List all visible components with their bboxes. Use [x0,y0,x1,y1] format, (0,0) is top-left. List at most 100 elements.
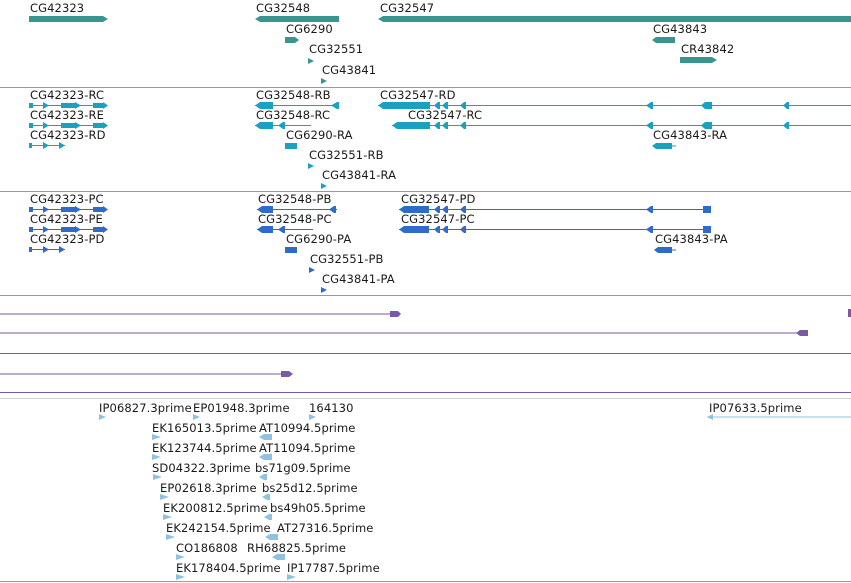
gene-label-cg32547[interactable]: CG32547 [380,1,435,15]
transcript-glyph-cg32547-rd[interactable] [378,101,851,110]
transcript-glyph-cg43843-pa[interactable] [654,246,678,254]
est-glyph-ip17787[interactable] [287,573,297,581]
gene-label-cg32551[interactable]: CG32551 [309,42,364,56]
transcript-label-cg32547-pd[interactable]: CG32547-PD [401,192,476,206]
transcript-label-cg6290-pa[interactable]: CG6290-PA [286,232,352,246]
est-glyph-ek200812[interactable] [163,513,173,521]
est-label-bs49h05[interactable]: bs49h05.5prime [270,501,366,515]
est-label-sd04322[interactable]: SD04322.3prime [152,461,251,475]
est-label-ek178404[interactable]: EK178404.5prime [176,561,281,575]
transcript-glyph-cg6290-ra[interactable] [285,142,301,150]
transcript-glyph-cg32547-pd[interactable] [399,205,713,214]
transcript-glyph-cg42323-re[interactable] [29,121,111,130]
gene-glyph-cr43842[interactable] [680,56,720,64]
gene-glyph-cg32551[interactable] [308,57,316,65]
transcript-label-cg43841-ra[interactable]: CG43841-RA [322,168,397,182]
transcript-glyph-cg6290-pa[interactable] [285,246,301,254]
est-label-at10994[interactable]: AT10994.5prime [259,421,356,435]
gene-glyph-cg43843[interactable] [652,36,676,44]
transcript-label-cg32548-rc[interactable]: CG32548-RC [256,108,331,122]
est-glyph-sd04322[interactable] [153,473,163,481]
alignment-feature[interactable] [0,370,295,378]
transcript-label-cg32548-pb[interactable]: CG32548-PB [258,192,332,206]
est-glyph-bs49h05[interactable] [264,513,274,521]
est-glyph-ek165013[interactable] [152,433,162,441]
est-glyph-bs25d12[interactable] [262,493,272,501]
est-glyph-at11094[interactable] [259,453,273,461]
transcript-glyph-cg42323-pd[interactable] [29,245,69,254]
transcript-label-cg42323-re[interactable]: CG42323-RE [30,108,104,122]
transcript-label-cg32548-pc[interactable]: CG32548-PC [258,212,332,226]
transcript-glyph-cg32547-pc[interactable] [399,225,713,234]
transcript-glyph-cg43841-pa[interactable] [321,286,329,294]
transcript-glyph-cg32548-rb[interactable] [255,101,340,110]
est-label-ek242154[interactable]: EK242154.5prime [166,521,271,535]
gene-glyph-cg43841[interactable] [321,77,329,85]
transcript-label-cg32547-rc[interactable]: CG32547-RC [408,108,483,122]
gene-glyph-cg6290[interactable] [285,36,301,44]
transcript-label-cg42323-rc[interactable]: CG42323-RC [30,88,105,102]
gene-label-cr43842[interactable]: CR43842 [681,42,735,56]
gene-label-cg42323[interactable]: CG42323 [30,1,85,15]
transcript-label-cg6290-ra[interactable]: CG6290-RA [286,128,353,142]
transcript-glyph-cg32547-rc[interactable] [392,121,851,130]
transcript-label-cg43841-pa[interactable]: CG43841-PA [322,272,395,286]
gene-label-cg6290[interactable]: CG6290 [286,22,333,36]
transcript-label-cg32551-rb[interactable]: CG32551-RB [309,148,384,162]
est-label-at11094[interactable]: AT11094.5prime [259,441,356,455]
est-label-rh68825[interactable]: RH68825.5prime [247,541,347,555]
transcript-label-cg32547-pc[interactable]: CG32547-PC [401,212,475,226]
transcript-label-cg42323-pe[interactable]: CG42323-PE [30,212,103,226]
est-label-ek123744[interactable]: EK123744.5prime [152,441,257,455]
gene-glyph-cg42323[interactable] [29,15,109,23]
alignment-feature[interactable] [0,392,851,393]
est-label-ek200812[interactable]: EK200812.5prime [163,501,268,515]
transcript-glyph-cg42323-pe[interactable] [29,225,111,234]
transcript-glyph-cg32551-pb[interactable] [309,266,317,274]
transcript-glyph-cg32548-rc[interactable] [255,121,315,130]
gene-glyph-cg32547[interactable] [378,15,851,23]
est-label-ip07633[interactable]: IP07633.5prime [709,401,802,415]
est-glyph-ip06827[interactable] [99,413,107,421]
est-glyph-ek123744[interactable] [152,453,162,461]
est-glyph-ip07633[interactable] [707,413,851,421]
transcript-label-cg32551-pb[interactable]: CG32551-PB [310,252,384,266]
est-glyph-at10994[interactable] [259,433,273,441]
est-glyph-ep01948[interactable] [193,413,201,421]
est-label-ep01948[interactable]: EP01948.3prime [193,401,290,415]
transcript-glyph-cg32548-pc[interactable] [257,225,317,234]
est-label-bs71g09[interactable]: bs71g09.5prime [255,461,351,475]
est-glyph-164130[interactable] [309,413,317,421]
transcript-glyph-cg42323-rc[interactable] [29,101,111,110]
est-glyph-ek242154[interactable] [166,533,176,541]
est-glyph-bs71g09[interactable] [259,473,269,481]
transcript-label-cg32547-rd[interactable]: CG32547-RD [380,88,456,102]
est-label-164130[interactable]: 164130 [309,401,354,415]
est-glyph-rh68825[interactable] [272,553,286,561]
est-glyph-at27316[interactable] [265,533,279,541]
gene-label-cg32548[interactable]: CG32548 [256,1,311,15]
est-label-ek165013[interactable]: EK165013.5prime [152,421,257,435]
transcript-glyph-cg43843-ra[interactable] [652,142,676,150]
transcript-glyph-cg32551-rb[interactable] [308,162,316,170]
transcript-glyph-cg43841-ra[interactable] [321,182,329,190]
est-label-co186808[interactable]: CO186808 [176,541,238,555]
est-label-bs25d12[interactable]: bs25d12.5prime [262,481,358,495]
est-label-ip17787[interactable]: IP17787.5prime [287,561,380,575]
transcript-label-cg42323-rd[interactable]: CG42323-RD [30,128,106,142]
alignment-feature[interactable] [0,329,812,337]
transcript-label-cg42323-pc[interactable]: CG42323-PC [30,192,104,206]
transcript-label-cg43843-ra[interactable]: CG43843-RA [653,128,728,142]
alignment-feature[interactable] [845,308,851,318]
est-label-ep02618[interactable]: EP02618.3prime [160,481,257,495]
est-glyph-ep02618[interactable] [160,493,170,501]
transcript-label-cg42323-pd[interactable]: CG42323-PD [30,232,105,246]
est-label-ip06827[interactable]: IP06827.3prime [99,401,192,415]
est-glyph-ek178404[interactable] [176,573,186,581]
transcript-label-cg32548-rb[interactable]: CG32548-RB [256,88,331,102]
transcript-glyph-cg42323-rd[interactable] [29,141,69,150]
alignment-feature[interactable] [0,310,402,318]
transcript-glyph-cg42323-pc[interactable] [29,205,111,214]
est-glyph-co186808[interactable] [176,553,186,561]
transcript-label-cg43843-pa[interactable]: CG43843-PA [655,232,728,246]
